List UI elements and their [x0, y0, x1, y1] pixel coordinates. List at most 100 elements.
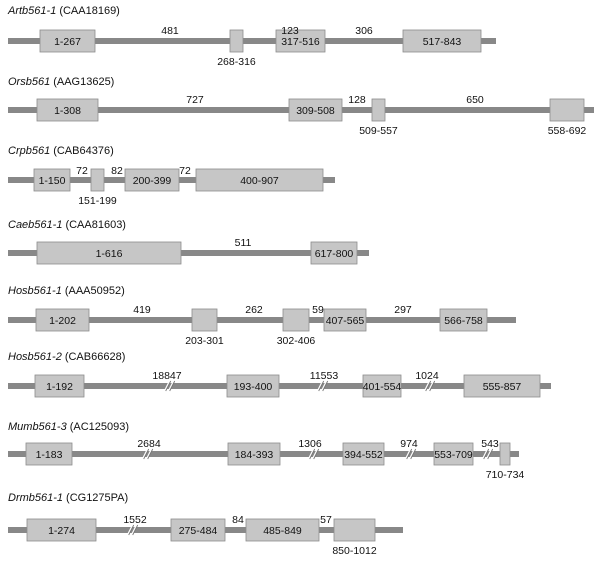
exon-box	[35, 308, 90, 332]
exon-box	[310, 241, 358, 265]
exon-label: 850-1012	[332, 545, 377, 557]
intron-length-label: 84	[232, 514, 244, 526]
exon-box	[124, 168, 180, 192]
exon-label: 617-800	[315, 248, 354, 260]
gene-accession: (CAA18169)	[59, 5, 120, 17]
exon-label: 275-484	[179, 525, 218, 537]
gene-title: Orsb561(AAG13625)	[8, 76, 114, 88]
intron-length-label: 727	[186, 94, 204, 106]
gene-title: Hosb561-2(CAB66628)	[8, 351, 125, 363]
gene-accession: (AAA50952)	[65, 285, 125, 297]
intron-break-mark	[307, 448, 320, 460]
intron-break-mark	[163, 380, 176, 392]
exon-box	[288, 98, 343, 122]
exon-box	[170, 518, 226, 542]
gene-title: Drmb561-1(CG1275PA)	[8, 492, 128, 504]
intron-length-label: 1024	[415, 370, 439, 382]
exon-label: 509-557	[359, 125, 398, 137]
intron-length-label: 1552	[123, 514, 147, 526]
exon-box	[226, 374, 280, 398]
gene-accession: (CAB66628)	[65, 351, 126, 363]
exon-box	[342, 442, 385, 466]
intron-length-label: 419	[133, 304, 151, 316]
intron-length-label: 306	[355, 25, 373, 37]
exon-label: 407-565	[326, 315, 365, 327]
exon-label: 710-734	[486, 469, 525, 481]
gene-name: Crpb561	[8, 145, 50, 157]
exon-label: 400-907	[240, 175, 279, 187]
intron-break-mark	[141, 448, 154, 460]
gene-row: Mumb561-3(AC125093) 1-183 184-393 394-552 55…	[8, 421, 524, 481]
exon-box	[39, 29, 96, 53]
exon-label: 394-552	[344, 449, 383, 461]
exon-label: 184-393	[235, 449, 274, 461]
gene-name: Mumb561-3	[8, 421, 68, 433]
gene-name: Artb561-1	[7, 5, 56, 17]
intron-track	[8, 317, 516, 323]
exon-label: 1-183	[36, 449, 63, 461]
exon-box	[499, 442, 511, 466]
exon-label: 151-199	[78, 195, 117, 207]
exon-label: 302-406	[277, 335, 316, 347]
exon-box	[402, 29, 482, 53]
intron-length-label: 297	[394, 304, 412, 316]
intron-break-mark	[316, 380, 329, 392]
exon-label: 485-849	[263, 525, 302, 537]
exon-box	[195, 168, 324, 192]
exon-label: 1-267	[54, 36, 81, 48]
intron-length-label: 128	[348, 94, 366, 106]
exon-label: 553-709	[434, 449, 473, 461]
exon-box	[36, 98, 99, 122]
exon-label: 1-202	[49, 315, 76, 327]
intron-length-label: 511	[235, 237, 252, 249]
intron-length-label: 18847	[152, 370, 181, 382]
exon-label: 1-192	[46, 381, 73, 393]
exon-box	[433, 442, 474, 466]
exon-box	[26, 518, 97, 542]
intron-length-label: 481	[161, 25, 179, 37]
intron-break-mark	[481, 448, 494, 460]
exon-box	[282, 308, 310, 332]
exon-box	[323, 308, 367, 332]
exon-box	[463, 374, 541, 398]
intron-track	[8, 383, 551, 389]
gene-name: Orsb561	[8, 76, 50, 88]
exon-label: 401-554	[363, 381, 402, 393]
intron-length-label: 123	[281, 25, 299, 37]
exon-box	[229, 29, 244, 53]
exon-label: 566-758	[444, 315, 483, 327]
exon-box	[549, 98, 585, 122]
intron-break-mark	[404, 448, 417, 460]
exon-box	[439, 308, 488, 332]
exon-label: 200-399	[133, 175, 172, 187]
intron-track	[8, 38, 496, 44]
gene-accession: (AC125093)	[70, 421, 129, 433]
exon-box	[90, 168, 105, 192]
gene-name: Drmb561-1	[8, 492, 63, 504]
exon-box	[245, 518, 320, 542]
intron-track	[8, 250, 369, 256]
gene-name: Hosb561-1	[8, 285, 62, 297]
gene-accession: (CG1275PA)	[66, 492, 128, 504]
exon-label: 1-274	[48, 525, 75, 537]
exon-box	[371, 98, 386, 122]
gene-name: Hosb561-2	[8, 351, 62, 363]
exon-label: 309-508	[296, 105, 335, 117]
gene-accession: (CAA81603)	[65, 219, 126, 231]
intron-length-label: 262	[245, 304, 263, 316]
exon-label: 193-400	[234, 381, 273, 393]
intron-length-label: 11553	[310, 370, 339, 382]
intron-break-mark	[423, 380, 436, 392]
exon-label: 517-843	[423, 36, 462, 48]
gene-title: Crpb561(CAB64376)	[8, 145, 114, 157]
exon-box	[25, 442, 73, 466]
gene-title: Mumb561-3(AC125093)	[8, 421, 129, 433]
intron-length-label: 72	[179, 165, 191, 177]
gene-accession: (CAB64376)	[53, 145, 114, 157]
